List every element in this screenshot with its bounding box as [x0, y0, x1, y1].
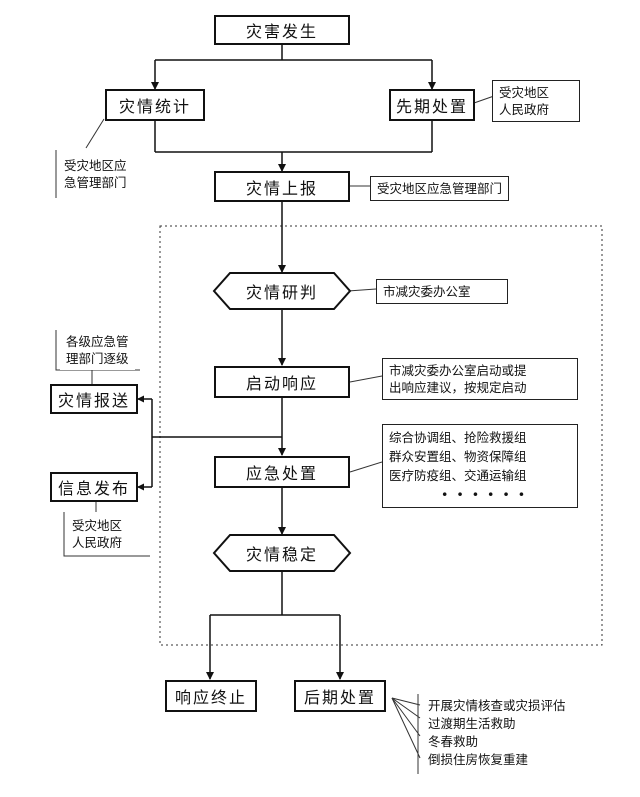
node-disaster-stable: 灾情稳定 [245, 545, 318, 564]
note-initial-response-party: 受灾地区 人民政府 [492, 80, 580, 122]
note-line: 医疗防疫组、交通运输组 [389, 468, 527, 483]
note-line: 群众安置组、物资保障组 [389, 449, 527, 464]
note-line: 开展灾情核查或灾损评估 [428, 698, 566, 713]
note-release-party: 受灾地区 人民政府 [66, 514, 129, 554]
node-disaster-statistics: 灾情统计 [105, 89, 205, 121]
node-response-end: 响应终止 [165, 680, 257, 712]
note-assessment-party: 市减灾委办公室 [376, 279, 508, 304]
leader-assessment-party [347, 288, 377, 292]
note-later-items: 开展灾情核查或灾损评估 过渡期生活救助 冬春救助 倒损住房恢复重建 [422, 694, 572, 772]
node-start-response: 启动响应 [214, 366, 350, 398]
node-disaster-occurs: 灾害发生 [214, 15, 350, 45]
node-later-handling: 后期处置 [294, 680, 386, 712]
release-note-bracket [63, 512, 150, 557]
note-line: 各级应急管 [66, 334, 129, 349]
note-line: 急管理部门 [64, 175, 127, 190]
node-emergency-handling: 应急处置 [214, 456, 350, 488]
note-line: 过渡期生活救助 [428, 716, 516, 731]
note-line: 倒损住房恢复重建 [428, 752, 529, 767]
leader-later-3 [391, 697, 421, 737]
note-line: 人民政府 [72, 535, 123, 550]
note-dispatch-party: 各级应急管 理部门逐级 [60, 330, 135, 370]
note-line: • • • • • • [441, 487, 528, 502]
node-disaster-dispatch: 灾情报送 [50, 384, 138, 414]
note-line: 市减灾委办公室启动或提 [389, 363, 527, 378]
leader-later-4 [391, 697, 421, 759]
note-start-response-party: 市减灾委办公室启动或提 出响应建议，按规定启动 [382, 358, 578, 400]
note-statistics-party: 受灾地区应 急管理部门 [58, 154, 133, 194]
note-line: 理部门逐级 [66, 351, 129, 366]
node-disaster-assessment: 灾情研判 [245, 283, 318, 302]
leader-start-party [349, 375, 383, 383]
note-line: 冬春救助 [428, 734, 479, 749]
note-line: 受灾地区 [72, 518, 123, 533]
node-info-release: 信息发布 [50, 472, 138, 502]
note-line: 市减灾委办公室 [383, 284, 471, 299]
note-line: 受灾地区应 [64, 158, 127, 173]
note-line: 受灾地区 [499, 85, 550, 100]
note-line: 综合协调组、抢险救援组 [389, 430, 527, 445]
note-line: 受灾地区应急管理部门 [377, 181, 503, 196]
note-line: 出响应建议，按规定启动 [389, 380, 527, 395]
node-disaster-report: 灾情上报 [214, 171, 350, 202]
response-region-frame [159, 225, 603, 646]
leader-later-2 [391, 697, 421, 719]
leader-handling-groups [349, 461, 383, 473]
assessment-hexagon [212, 272, 352, 310]
leader-initial-party [473, 95, 495, 104]
note-report-party: 受灾地区应急管理部门 [370, 176, 510, 201]
leader-later-1 [391, 697, 421, 706]
dispatch-note-bracket [55, 330, 140, 371]
node-initial-response: 先期处置 [389, 89, 475, 121]
leader-statistics-party [85, 118, 105, 149]
note-line: 人民政府 [499, 102, 550, 117]
stable-hexagon [212, 534, 352, 572]
note-handling-groups: 综合协调组、抢险救援组 群众安置组、物资保障组 医疗防疫组、交通运输组 • • … [382, 424, 578, 508]
